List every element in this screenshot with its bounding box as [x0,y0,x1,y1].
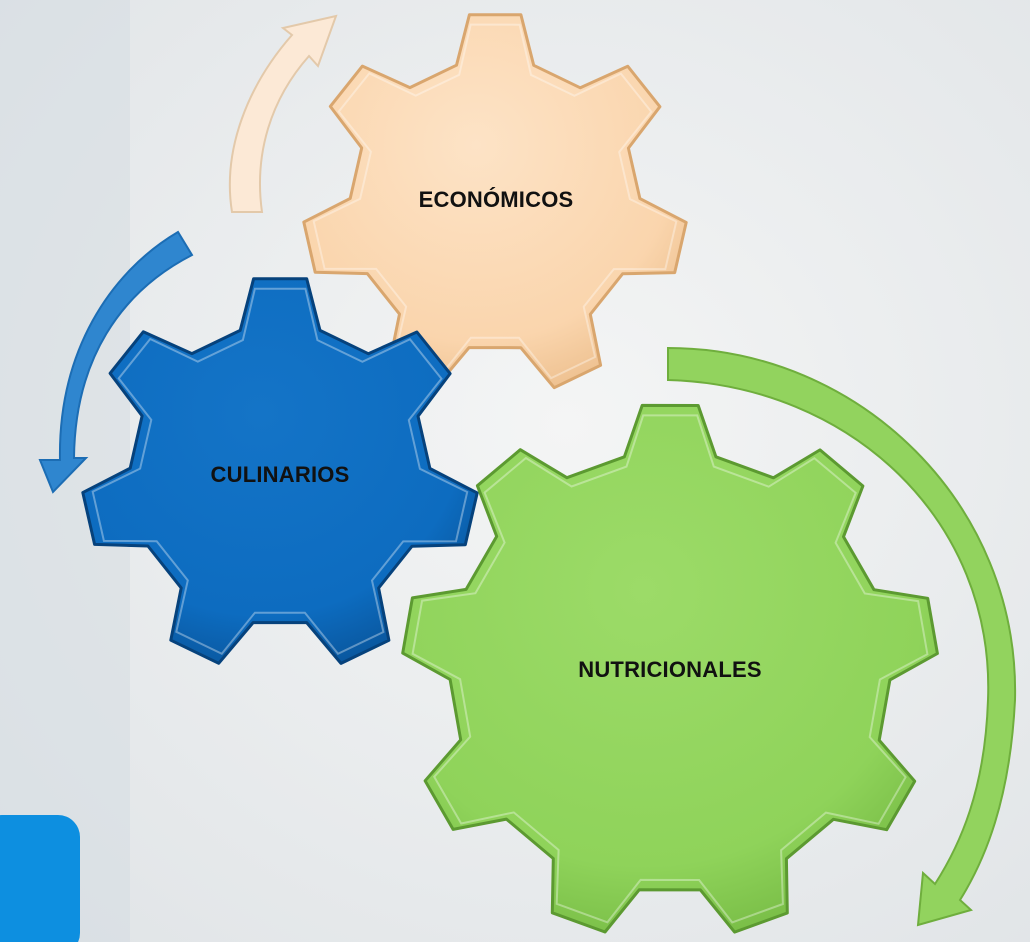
gear-culinarios-shape [81,277,479,665]
gear-nutricionales-highlight [411,414,929,924]
gear-economicos-label: ECONÓMICOS [418,187,574,212]
gear-nutricionales-shape [401,403,939,934]
gear-economicos [302,13,688,390]
arrow-nutricionales-shape [667,346,1017,927]
arrow-culinarios [38,230,194,494]
background-corner-block [0,815,80,942]
gear-economicos-shape [302,13,688,390]
arrow-nutricionales [667,346,1017,927]
arrow-culinarios-shape [38,230,194,494]
arrow-economicos [228,14,338,213]
gear-nutricionales-label: NUTRICIONALES [578,657,762,682]
arrow-economicos-shape [228,14,338,213]
gear-culinarios [81,277,479,665]
gear-economicos-highlight [312,23,678,380]
gear-culinarios-highlight [91,287,469,656]
gear-culinarios-label: CULINARIOS [210,462,350,487]
gear-nutricionales [401,403,939,934]
